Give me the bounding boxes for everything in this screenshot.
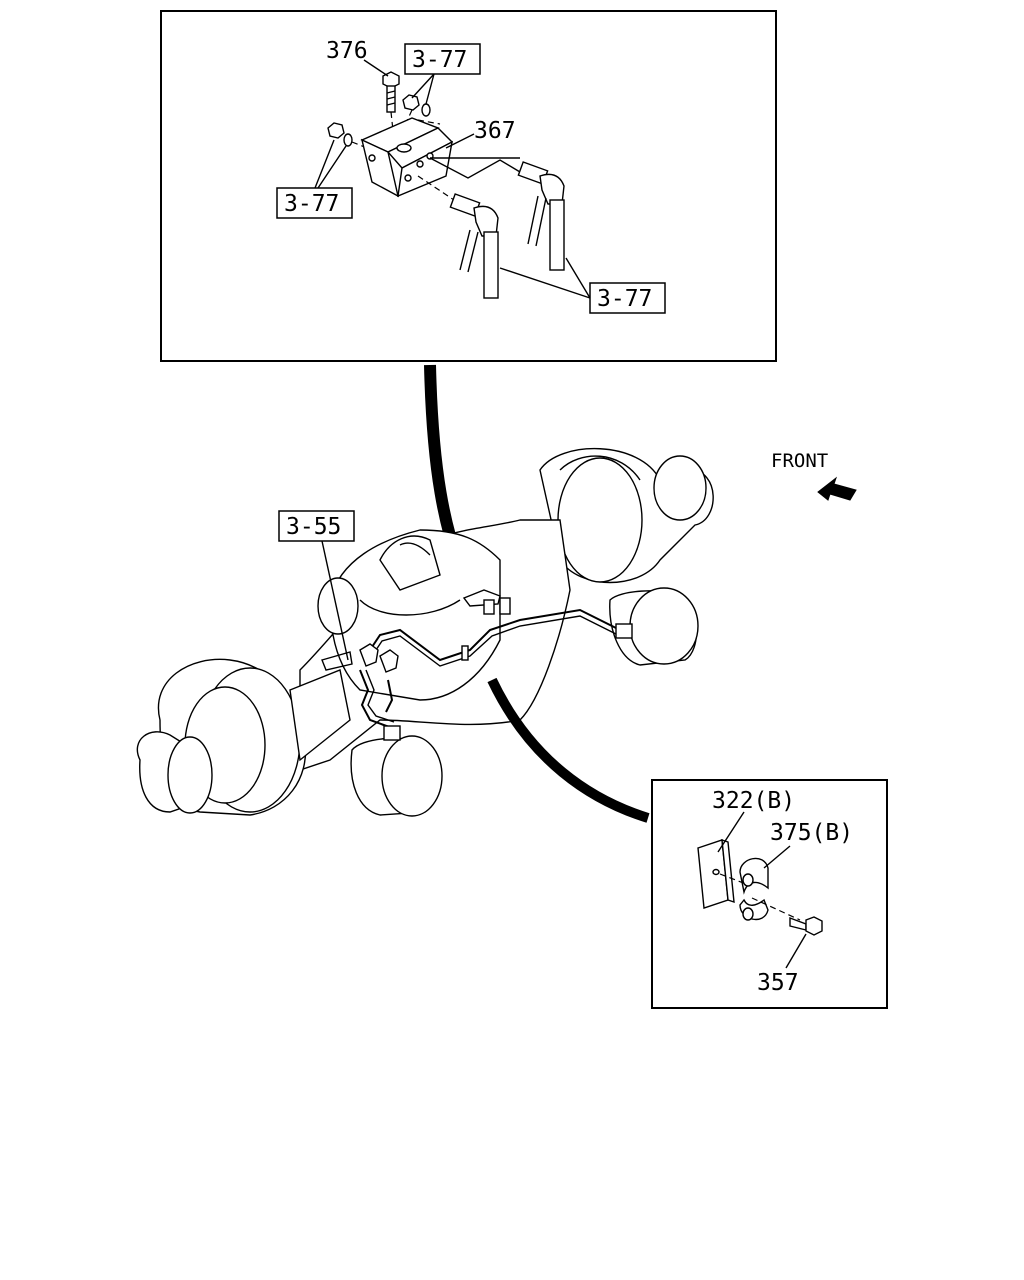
- label-ref-3-77-upper: 3-77: [412, 47, 467, 73]
- nut-washer-upper-icon: [399, 94, 431, 137]
- label-front: FRONT: [771, 450, 828, 472]
- label-ref-3-55: 3-55: [286, 514, 341, 540]
- clip-375b-icon: [719, 857, 801, 921]
- brake-pipe-routing: [321, 589, 633, 741]
- bolt-357-icon: [789, 916, 823, 936]
- front-arrow-icon: [817, 476, 857, 501]
- ref-box-3-77-left: [276, 187, 353, 219]
- plate-322b-icon: [697, 838, 735, 909]
- ref-box-3-77-right: [589, 282, 666, 314]
- rear-axle-assembly: [136, 447, 714, 817]
- top-detail-view: 376 3-77 367 3-77 3-77: [160, 10, 777, 362]
- clip-detail-frame: [651, 779, 888, 1009]
- brake-chamber-right-icon: [609, 587, 699, 666]
- label-part-376: 376: [326, 38, 368, 64]
- hose-fitting-left-icon: [417, 175, 499, 299]
- label-part-357: 357: [757, 970, 799, 996]
- brake-chamber-left-icon: [350, 735, 443, 817]
- label-ref-3-77-right: 3-77: [597, 286, 652, 312]
- bracket-367-icon: [360, 117, 454, 198]
- label-part-322b: 322(B): [712, 788, 795, 814]
- hose-fitting-right-icon: [429, 157, 565, 271]
- callout-curve-bottom: [487, 677, 650, 823]
- label-ref-3-77-left: 3-77: [284, 191, 339, 217]
- label-part-375b: 375(B): [770, 820, 853, 846]
- nut-washer-left-icon: [327, 122, 373, 151]
- ref-box-3-55: [278, 510, 355, 542]
- label-part-367: 367: [474, 118, 516, 144]
- ref-box-3-77-upper: [404, 43, 481, 75]
- clip-detail-view: 322(B) 375(B) 357: [651, 779, 888, 1009]
